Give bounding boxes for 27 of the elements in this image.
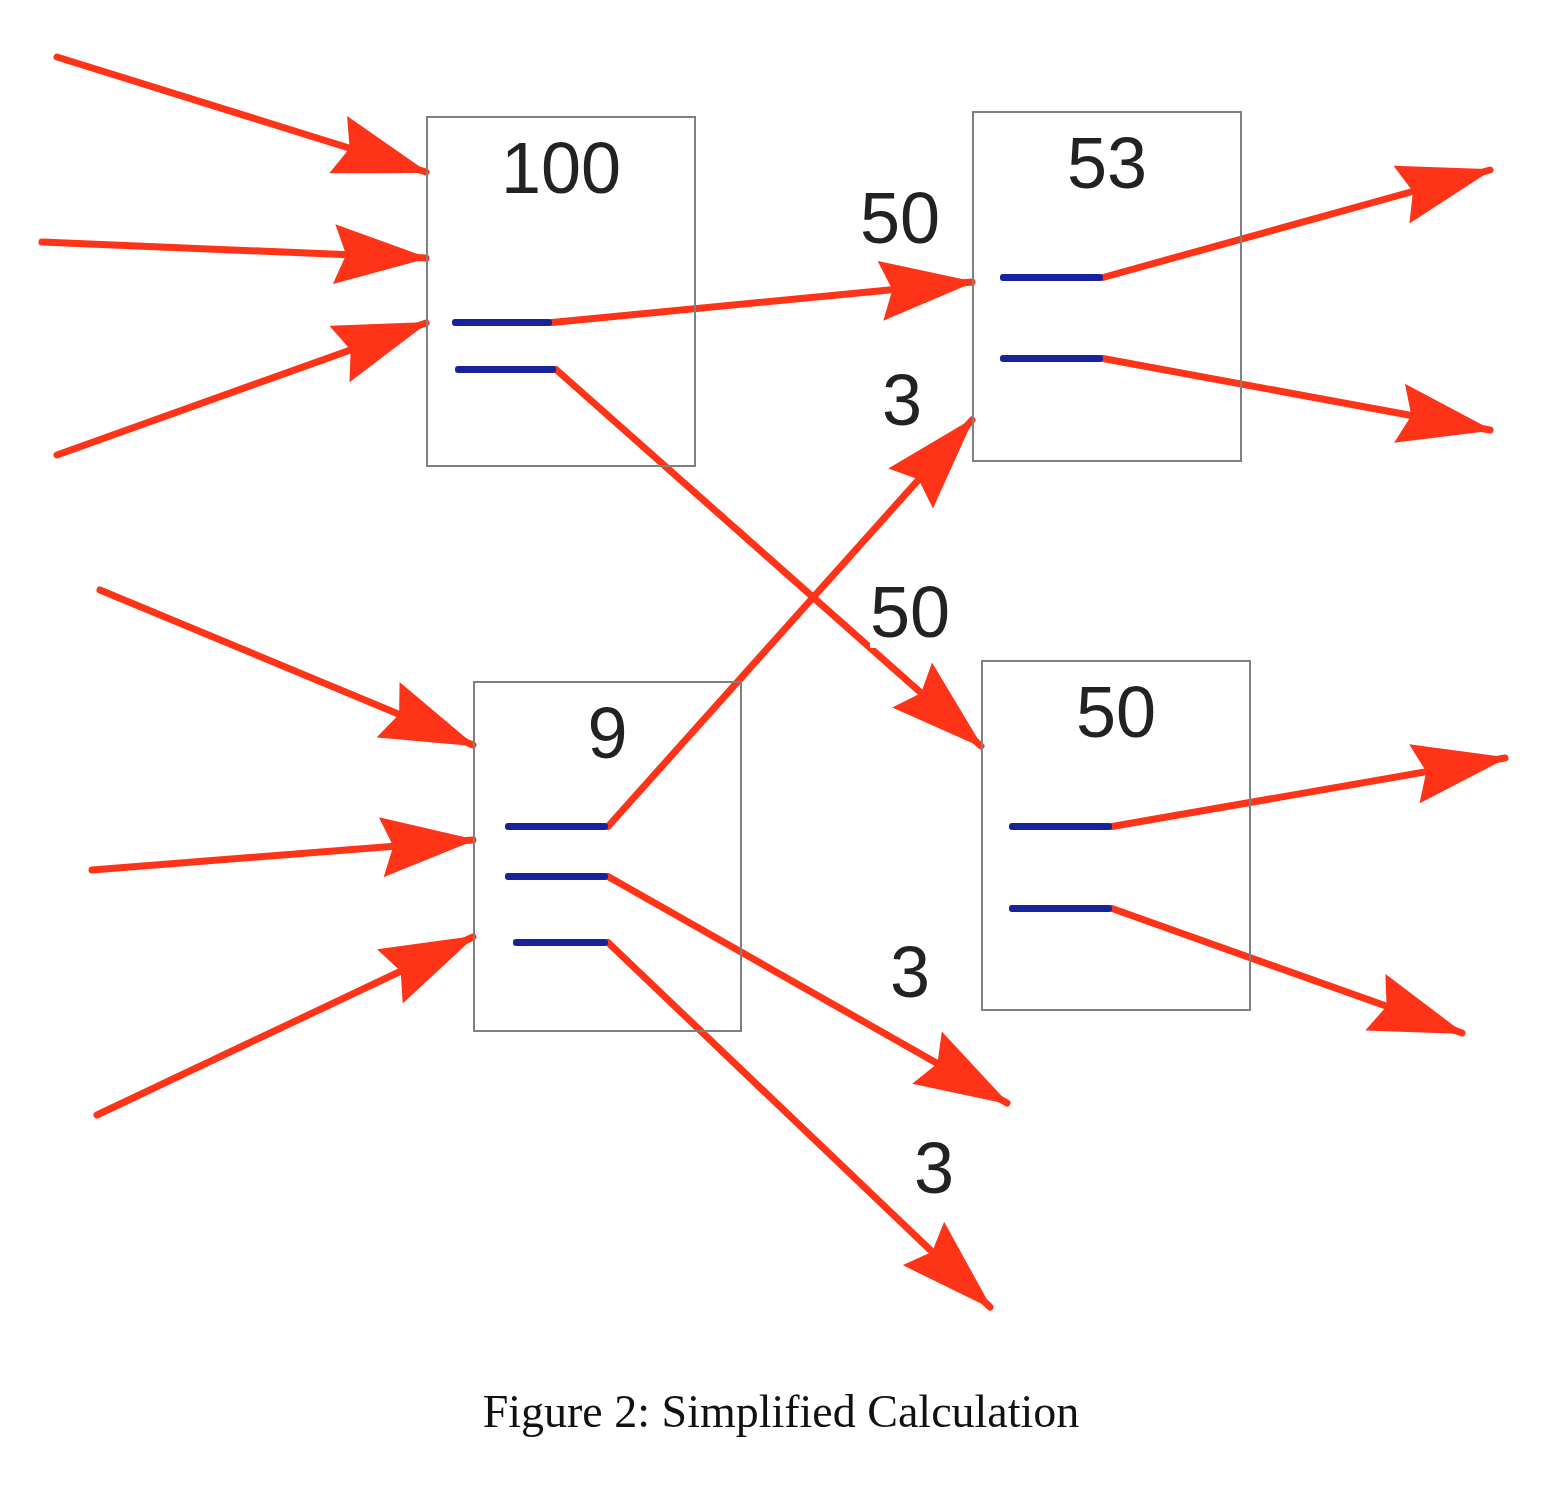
link-bar <box>1000 274 1103 281</box>
arrow <box>604 416 976 830</box>
arrow <box>604 939 994 1311</box>
link-bar <box>455 366 556 373</box>
link-bar <box>1009 823 1112 830</box>
arrow <box>53 319 430 459</box>
link-bar <box>505 873 608 880</box>
link-bar <box>452 319 552 326</box>
page-box <box>981 660 1251 1011</box>
arrow <box>552 366 985 750</box>
rank-value: 53 <box>1066 127 1148 199</box>
figure-caption: Figure 2: Simplified Calculation <box>482 1385 1080 1438</box>
link-bar <box>1009 905 1112 912</box>
page-box <box>473 681 742 1032</box>
rank-value: 50 <box>1075 676 1157 748</box>
link-bar <box>505 823 608 830</box>
arrow <box>53 53 430 176</box>
page-box <box>972 111 1242 462</box>
arrow <box>96 586 477 749</box>
page-box <box>426 116 696 467</box>
arrow <box>38 224 430 285</box>
rank-value: 100 <box>500 132 622 204</box>
arrow <box>93 933 477 1119</box>
arrow <box>88 817 477 878</box>
link-bar <box>1000 355 1103 362</box>
link-bar <box>513 939 608 946</box>
rank-value: 9 <box>587 697 628 769</box>
